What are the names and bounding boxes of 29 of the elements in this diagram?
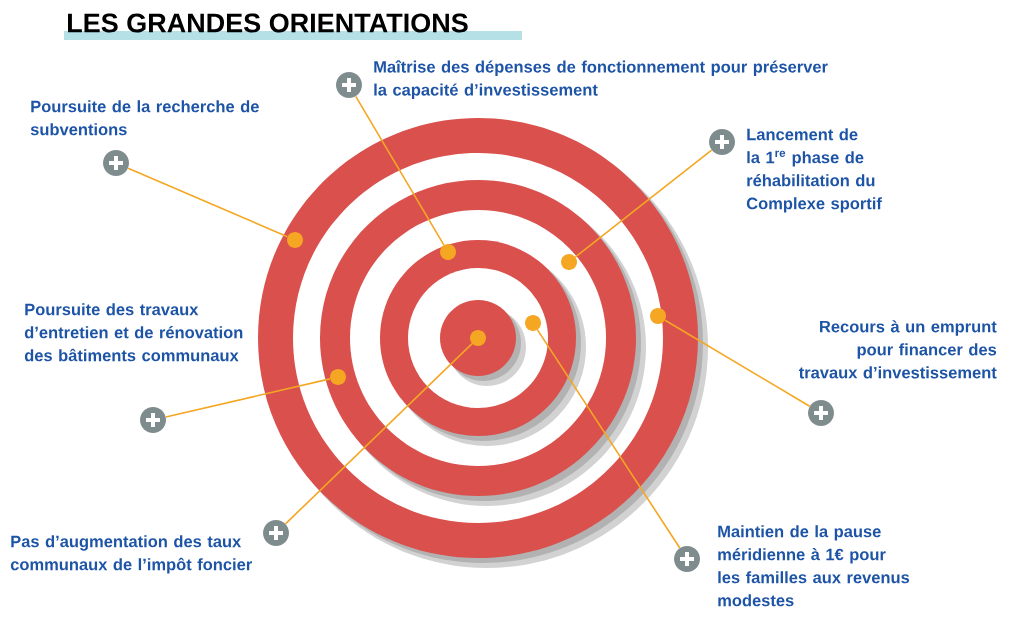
target-dot <box>470 330 486 346</box>
leader-line <box>354 95 445 246</box>
plus-icon <box>140 407 166 433</box>
leader-line <box>536 329 681 549</box>
plus-icon <box>808 400 834 426</box>
item-text: Poursuite de la recherche de subventions <box>30 100 259 136</box>
item-text: Pas d’augmentation des taux communaux de l’impôt foncier <box>10 535 252 574</box>
item-text: Recours à un emprunt pour financer des travaux d’investissement <box>798 320 997 379</box>
plus-icon <box>709 129 735 155</box>
plus-icon <box>103 150 129 176</box>
target-dot <box>525 315 541 331</box>
title: LES GRANDES ORIENTATIONS <box>64 13 522 40</box>
target-dot <box>287 232 303 248</box>
item-text: Poursuite des travaux d’entretien et de rénovation des bâtiments communaux <box>24 303 243 362</box>
target-dot <box>561 254 577 270</box>
item-text: Maîtrise des dépenses de fonctionnement pour préserver la capacité d’investissement <box>374 60 828 99</box>
leader-line <box>165 378 331 418</box>
plus-icon <box>674 546 700 572</box>
plus-icon <box>336 72 362 98</box>
target-dot <box>650 308 666 324</box>
target-dot <box>330 369 346 385</box>
leader-line <box>127 167 289 238</box>
item-text: Maintien de la pause méridienne à 1€ pour les familles aux revenus modestes <box>718 525 910 607</box>
leader-line <box>664 319 811 408</box>
leader-line <box>574 149 713 258</box>
target-dot <box>440 244 456 260</box>
leader-line <box>284 342 473 525</box>
item-text: Lancement de la 1$^{re}$ phase de réhabilitation du Complexe sportif <box>746 128 882 213</box>
plus-icon <box>263 520 289 546</box>
